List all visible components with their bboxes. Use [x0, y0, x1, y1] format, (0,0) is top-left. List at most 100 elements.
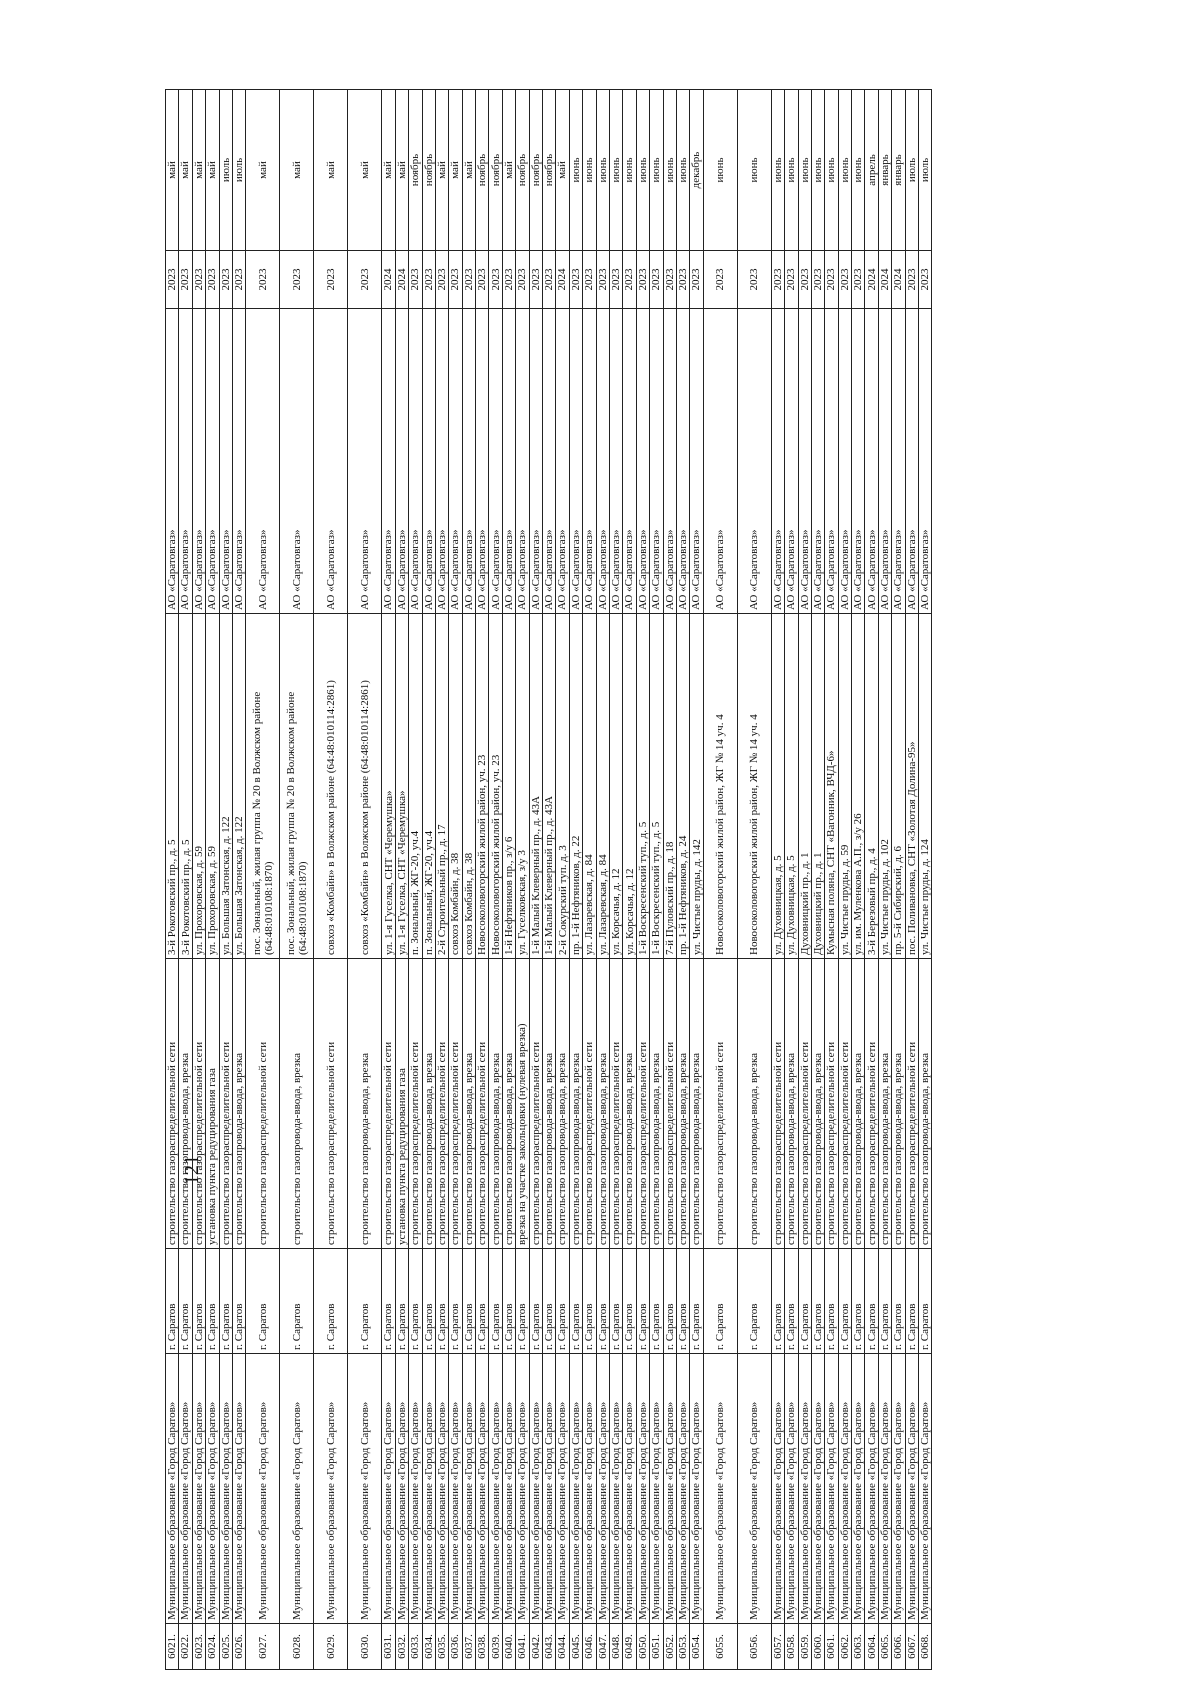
work-type-cell: строительство газопровода-ввода, врезка	[851, 958, 865, 1249]
work-type-cell: строительство газопровода-ввода, врезка	[891, 958, 906, 1249]
city-cell: г. Саратов	[542, 1248, 556, 1354]
row-number: 6041.	[515, 1623, 530, 1670]
work-type-cell: строительство газораспределительной сети	[381, 958, 396, 1249]
city-cell: г. Саратов	[878, 1248, 892, 1354]
year-cell: 2024	[555, 250, 570, 309]
row-number: 6059.	[798, 1623, 812, 1670]
work-type-cell: строительство газораспределительной сети	[408, 958, 423, 1249]
organization-cell: АО «Саратовгаз»	[824, 308, 839, 614]
month-cell: май	[448, 89, 463, 251]
work-type-cell: строительство газораспределительной сети	[663, 958, 677, 1249]
city-cell: г. Саратов	[448, 1248, 463, 1354]
table-row: 6064. Муниципальное образование «Город С…	[864, 89, 879, 1670]
table-row: 6068. Муниципальное образование «Город С…	[918, 89, 932, 1670]
municipality-cell: Муниципальное образование «Город Саратов…	[475, 1353, 489, 1624]
address-cell: Новосоколовогорский жилой район, уч. 23	[488, 613, 503, 959]
year-cell: 2023	[408, 250, 423, 309]
year-cell: 2023	[219, 250, 233, 309]
organization-cell: АО «Саратовгаз»	[609, 308, 623, 614]
table-row: 6056. Муниципальное образование «Город С…	[737, 89, 772, 1670]
city-cell: г. Саратов	[636, 1248, 650, 1354]
table-row: 6025. Муниципальное образование «Город С…	[219, 89, 233, 1670]
table-row: 6021. Муниципальное образование «Город С…	[165, 89, 179, 1670]
work-type-cell: строительство газораспределительной сети	[435, 958, 449, 1249]
month-cell: ноябрь	[408, 89, 423, 251]
organization-cell: АО «Саратовгаз»	[347, 308, 382, 614]
address-cell: ул. Духовницкая, д. 5	[784, 613, 798, 959]
month-cell: апрель	[864, 89, 879, 251]
city-cell: г. Саратов	[165, 1248, 179, 1354]
organization-cell: АО «Саратовгаз»	[811, 308, 825, 614]
row-number: 6037.	[462, 1623, 476, 1670]
row-number: 6026.	[232, 1623, 246, 1670]
table-row: 6035. Муниципальное образование «Город С…	[435, 89, 449, 1670]
rotated-table-container: 6021. Муниципальное образование «Город С…	[165, 89, 1185, 1670]
organization-cell: АО «Саратовгаз»	[475, 308, 489, 614]
year-cell: 2024	[395, 250, 409, 309]
table-row: 6034. Муниципальное образование «Город С…	[422, 89, 436, 1670]
row-number: 6055.	[703, 1623, 738, 1670]
year-cell: 2023	[542, 250, 556, 309]
table-row: 6066. Муниципальное образование «Город С…	[891, 89, 906, 1670]
address-cell: Новосоколовогорский жилой район, уч. 23	[475, 613, 489, 959]
table-row: 6037. Муниципальное образование «Город С…	[462, 89, 476, 1670]
work-type-cell: строительство газораспределительной сети	[798, 958, 812, 1249]
month-cell: ноябрь	[515, 89, 530, 251]
organization-cell: АО «Саратовгаз»	[569, 308, 583, 614]
address-cell: совхоз «Комбайн» в Волжском районе (64:4…	[347, 613, 382, 959]
work-type-cell: строительство газопровода-ввода, врезка	[488, 958, 503, 1249]
table-row: 6055. Муниципальное образование «Город С…	[703, 89, 738, 1670]
organization-cell: АО «Саратовгаз»	[838, 308, 852, 614]
address-cell: ул. Лазаревская, д. 84	[596, 613, 610, 959]
month-cell: июнь	[771, 89, 785, 251]
city-cell: г. Саратов	[891, 1248, 906, 1354]
table-row: 6046. Муниципальное образование «Город С…	[582, 89, 597, 1670]
month-cell: январь	[891, 89, 906, 251]
city-cell: г. Саратов	[219, 1248, 233, 1354]
municipality-cell: Муниципальное образование «Город Саратов…	[448, 1353, 463, 1624]
year-cell: 2023	[462, 250, 476, 309]
municipality-cell: Муниципальное образование «Город Саратов…	[313, 1353, 348, 1624]
city-cell: г. Саратов	[395, 1248, 409, 1354]
work-type-cell: строительство газопровода-ввода, врезка	[502, 958, 516, 1249]
city-cell: г. Саратов	[663, 1248, 677, 1354]
table-row: 6050. Муниципальное образование «Город С…	[636, 89, 650, 1670]
organization-cell: АО «Саратовгаз»	[178, 308, 193, 614]
address-cell: ул. Чистые пруды, д. 142	[689, 613, 704, 959]
city-cell: г. Саратов	[649, 1248, 664, 1354]
table-row: 6045. Муниципальное образование «Город С…	[569, 89, 583, 1670]
work-type-cell: установка пункта редуцирования газа	[395, 958, 409, 1249]
city-cell: г. Саратов	[192, 1248, 206, 1354]
organization-cell: АО «Саратовгаз»	[205, 308, 220, 614]
city-cell: г. Саратов	[381, 1248, 396, 1354]
municipality-cell: Муниципальное образование «Город Саратов…	[542, 1353, 556, 1624]
organization-cell: АО «Саратовгаз»	[851, 308, 865, 614]
month-cell: июнь	[824, 89, 839, 251]
municipality-cell: Муниципальное образование «Город Саратов…	[279, 1353, 314, 1624]
address-cell: ул. Большая Затонская, д. 122	[232, 613, 246, 959]
work-type-cell: строительство газопровода-ввода, врезка	[422, 958, 436, 1249]
year-cell: 2023	[918, 250, 932, 309]
organization-cell: АО «Саратовгаз»	[649, 308, 664, 614]
month-cell: май	[347, 89, 382, 251]
address-cell: 3-й Березовый пр., д. 4	[864, 613, 879, 959]
organization-cell: АО «Саратовгаз»	[622, 308, 637, 614]
city-cell: г. Саратов	[422, 1248, 436, 1354]
month-cell: июль	[219, 89, 233, 251]
municipality-cell: Муниципальное образование «Город Саратов…	[851, 1353, 865, 1624]
month-cell: май	[178, 89, 193, 251]
work-type-cell: строительство газораспределительной сети	[905, 958, 919, 1249]
month-cell: май	[555, 89, 570, 251]
table-row: 6038. Муниципальное образование «Город С…	[475, 89, 489, 1670]
work-type-cell: строительство газопровода-ввода, врезка	[596, 958, 610, 1249]
organization-cell: АО «Саратовгаз»	[462, 308, 476, 614]
city-cell: г. Саратов	[205, 1248, 220, 1354]
month-cell: июль	[918, 89, 932, 251]
organization-cell: АО «Саратовгаз»	[689, 308, 704, 614]
address-cell: 1-й Нефтяников пр., з/у 6	[502, 613, 516, 959]
month-cell: май	[165, 89, 179, 251]
table-row: 6031. Муниципальное образование «Город С…	[381, 89, 396, 1670]
row-number: 6036.	[448, 1623, 463, 1670]
row-number: 6035.	[435, 1623, 449, 1670]
table-row: 6048. Муниципальное образование «Город С…	[609, 89, 623, 1670]
